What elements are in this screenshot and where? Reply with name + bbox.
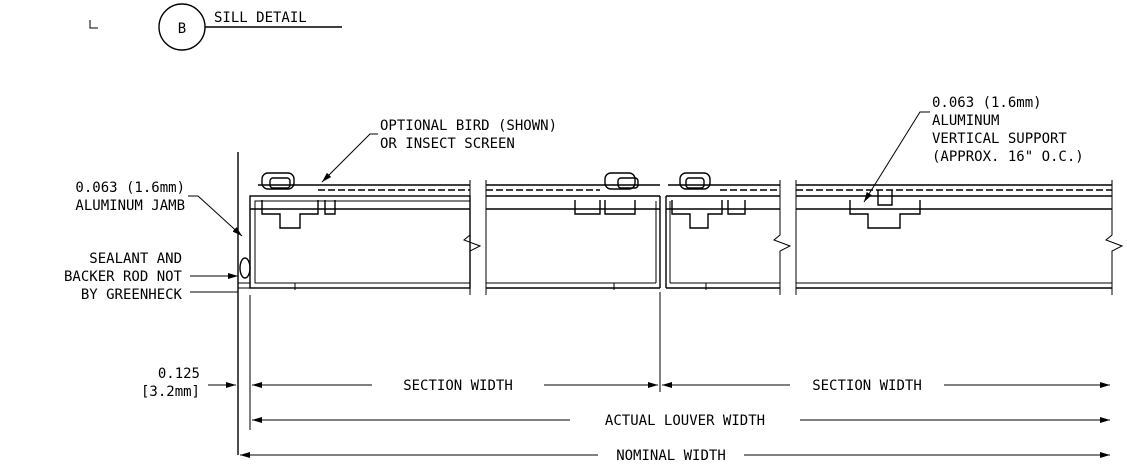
jamb-annotation: 0.063 (1.6mm) ALUMINUM JAMB — [75, 180, 243, 237]
screen-annotation: OPTIONAL BIRD (SHOWN) OR INSECT SCREEN — [321, 118, 557, 183]
gap-label-line1: 0.125 — [158, 366, 200, 382]
gap-annotation: 0.125 [3.2mm] — [141, 366, 236, 400]
bird-screen — [258, 184, 1112, 191]
fastener-ticks — [294, 283, 707, 290]
sealant-annotation: SEALANT AND BACKER ROD NOT BY GREENHECK — [64, 251, 238, 303]
dimension-section-width-1: SECTION WIDTH — [252, 378, 658, 394]
detail-title: SILL DETAIL — [214, 10, 307, 26]
section-width-1-label: SECTION WIDTH — [403, 378, 513, 394]
dimension-actual-width: ACTUAL LOUVER WIDTH — [252, 413, 1110, 429]
section-width-2-label: SECTION WIDTH — [812, 378, 922, 394]
screen-label-line2: OR INSECT SCREEN — [380, 136, 515, 152]
actual-width-label: ACTUAL LOUVER WIDTH — [605, 413, 765, 429]
dimension-section-width-2: SECTION WIDTH — [662, 378, 1110, 394]
support-label-line3: VERTICAL SUPPORT — [932, 131, 1067, 147]
detail-callout: B SILL DETAIL — [158, 3, 342, 51]
break-lines — [463, 180, 1124, 295]
detail-callout-letter: B — [178, 21, 186, 37]
jamb-label-line2: ALUMINUM JAMB — [75, 198, 185, 214]
screen-label-line1: OPTIONAL BIRD (SHOWN) — [380, 118, 557, 134]
sealant-label-line3: BY GREENHECK — [81, 287, 183, 303]
sealant-label-line1: SEALANT AND — [89, 251, 182, 267]
corner-mark — [89, 20, 98, 29]
dimension-nominal-width: NOMINAL WIDTH — [240, 448, 1110, 464]
support-label-line1: 0.063 (1.6mm) — [932, 95, 1042, 111]
support-annotation: 0.063 (1.6mm) ALUMINUM VERTICAL SUPPORT … — [863, 95, 1084, 203]
nominal-width-label: NOMINAL WIDTH — [616, 448, 726, 464]
sealant-joint — [238, 257, 251, 289]
louver-frame-right — [665, 195, 1112, 289]
gap-label-line2: [3.2mm] — [141, 384, 200, 400]
screen-clips — [261, 172, 921, 229]
extension-lines — [249, 292, 661, 430]
jamb-label-line1: 0.063 (1.6mm) — [75, 180, 185, 196]
support-label-line4: (APPROX. 16" O.C.) — [932, 149, 1084, 165]
support-label-line2: ALUMINUM — [932, 113, 999, 129]
louver-frame-left — [249, 195, 661, 289]
sealant-label-line2: BACKER ROD NOT — [64, 269, 183, 285]
